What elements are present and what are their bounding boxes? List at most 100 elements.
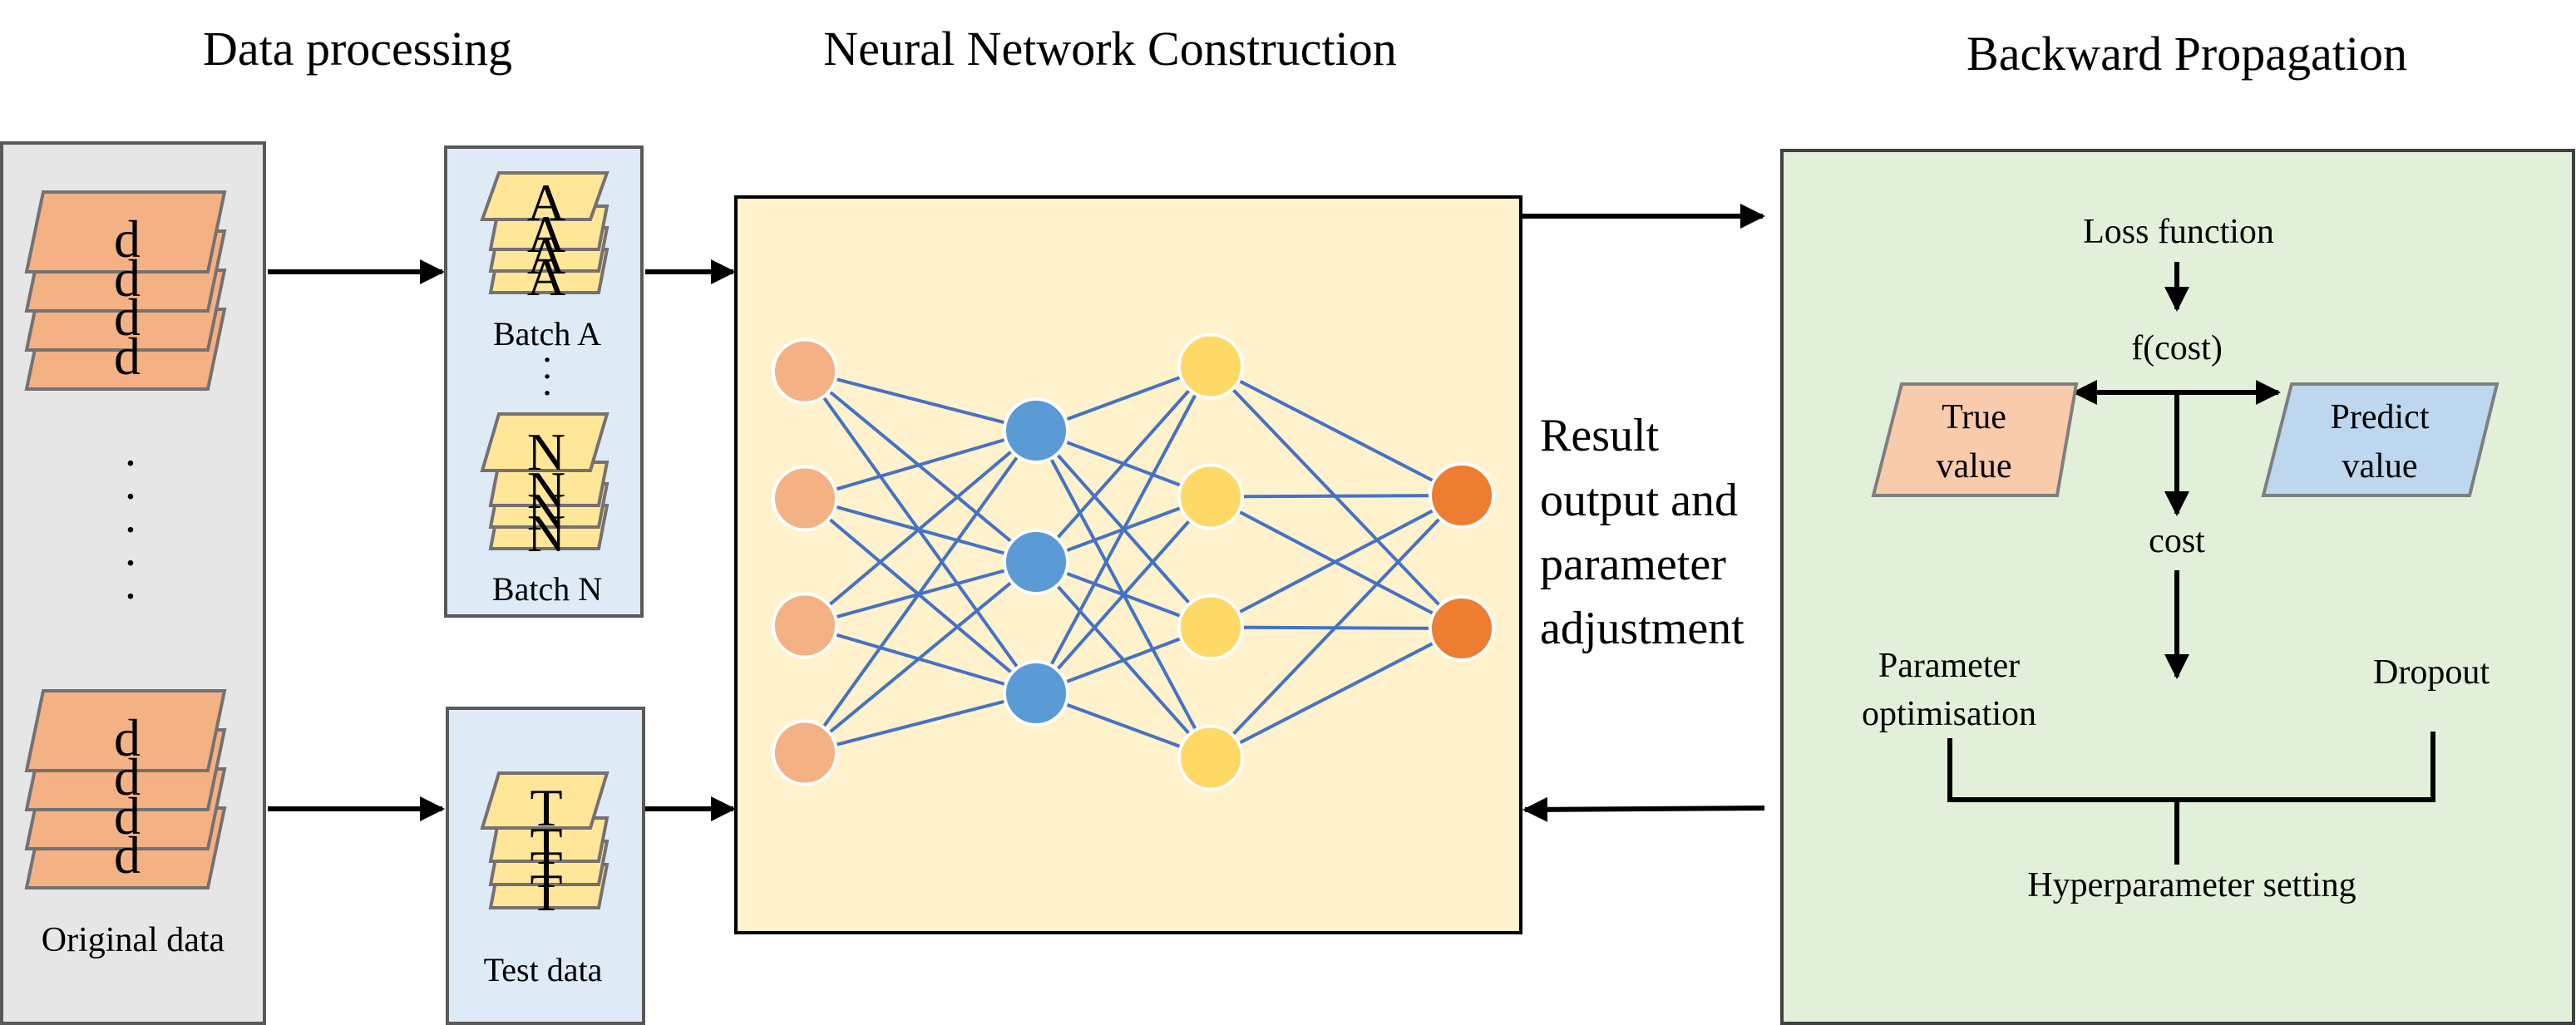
predict-value-label: value xyxy=(2342,447,2418,485)
test-data-label: Test data xyxy=(484,951,603,988)
sheet-letter: d xyxy=(114,327,141,386)
loss-function-label: Loss function xyxy=(2083,213,2274,251)
svg-text:Result: Result xyxy=(1540,410,1660,461)
batch-a-stack: A A A A xyxy=(480,171,609,307)
test-letter: T xyxy=(530,816,562,875)
svg-text:·: · xyxy=(540,355,553,397)
data-sheet xyxy=(24,689,227,772)
network-connection xyxy=(803,429,1038,628)
batch-letter: A xyxy=(527,173,565,232)
network-connection xyxy=(803,496,1038,695)
hyperparameter-bracket xyxy=(1947,732,2435,865)
header-data-processing: Data processing xyxy=(203,22,512,76)
hidden2-neuron xyxy=(1177,594,1244,661)
test-letter: T xyxy=(530,778,562,837)
svg-text:output and: output and xyxy=(1540,475,1738,526)
output-neuron xyxy=(1429,462,1495,529)
test-letter: T xyxy=(530,863,562,922)
input-neuron xyxy=(772,338,838,405)
batch-sheet xyxy=(480,412,609,472)
network-neurons xyxy=(772,333,1495,791)
network-connection xyxy=(1034,495,1212,695)
f-cost-label: f(cost) xyxy=(2131,329,2223,367)
true-value-label: value xyxy=(1937,447,2012,485)
network-connection xyxy=(803,429,1038,754)
hidden2-neuron xyxy=(1177,463,1244,530)
test-letter: T xyxy=(530,840,562,899)
hidden1-neuron xyxy=(1003,529,1069,595)
input-neuron xyxy=(772,592,838,659)
svg-text:·: · xyxy=(123,505,139,556)
batch-letter: N xyxy=(527,482,565,541)
batch-letter: N xyxy=(527,461,565,520)
test-data-stack: T T T T xyxy=(480,771,609,922)
original-data-stack-bottom: d d d d xyxy=(24,689,227,889)
predict-value-label: Predict xyxy=(2331,398,2430,436)
dropout-label: Dropout xyxy=(2373,653,2490,692)
batch-n-label: Batch N xyxy=(492,570,602,608)
svg-text:adjustment: adjustment xyxy=(1540,603,1744,654)
network-connection xyxy=(803,369,1038,564)
cost-label: cost xyxy=(2149,522,2205,560)
sheet-letter: d xyxy=(114,209,141,269)
batch-letter: A xyxy=(527,248,565,307)
network-connection xyxy=(1034,365,1212,694)
batch-letter: A xyxy=(527,205,565,264)
sheet-letter: d xyxy=(114,249,141,308)
network-connections xyxy=(803,364,1463,760)
batch-letter: N xyxy=(527,504,565,563)
svg-text:parameter: parameter xyxy=(1540,539,1726,590)
svg-text:·: · xyxy=(123,438,139,490)
sheet-letter: d xyxy=(114,747,141,806)
parameter-optimisation-label: optimisation xyxy=(1862,695,2036,733)
test-sheet xyxy=(480,771,609,830)
network-connection xyxy=(804,369,1037,432)
batch-letter: A xyxy=(527,226,565,285)
parameter-optimisation-label: Parameter xyxy=(1878,647,2020,685)
header-network-construction: Neural Network Construction xyxy=(823,22,1396,76)
input-neuron xyxy=(772,465,838,532)
arrow-backprop-to-network xyxy=(1522,796,1765,822)
network-connection xyxy=(1210,627,1463,760)
batches-ellipsis: · · · xyxy=(540,338,553,414)
sheet-letter: d xyxy=(114,786,141,845)
input-neuron xyxy=(772,719,838,786)
svg-text:·: · xyxy=(540,338,553,381)
data-sheet xyxy=(24,190,227,273)
predict-value-box xyxy=(2261,382,2500,497)
header-backward-propagation: Backward Propagation xyxy=(1967,27,2407,81)
sheet-letter: d xyxy=(114,288,141,347)
network-connection xyxy=(803,560,1038,755)
sheet-letter: d xyxy=(114,825,141,885)
svg-text:·: · xyxy=(540,372,553,414)
hidden1-neuron xyxy=(1003,397,1069,464)
hidden1-neuron xyxy=(1003,660,1069,727)
hidden2-neuron xyxy=(1177,333,1244,400)
output-neuron xyxy=(1429,595,1495,662)
true-value-label: True xyxy=(1942,398,2006,436)
hidden2-neuron xyxy=(1177,724,1244,791)
svg-text:·: · xyxy=(123,538,139,589)
batch-a-label: Batch A xyxy=(493,315,601,352)
batch-letter: N xyxy=(527,422,565,481)
network-connection xyxy=(1210,494,1463,629)
svg-text:·: · xyxy=(123,471,139,523)
original-data-label: Original data xyxy=(42,921,225,959)
true-value-box xyxy=(1871,382,2079,497)
svg-text:·: · xyxy=(123,571,139,623)
sheet-letter: d xyxy=(114,708,141,767)
original-data-stack-top: d d d d xyxy=(24,190,227,391)
result-text: Result output and parameter adjustment xyxy=(1540,410,1744,654)
network-connection xyxy=(1209,494,1463,759)
network-connection xyxy=(1034,365,1212,564)
batch-sheet xyxy=(480,171,609,221)
network-connection xyxy=(804,692,1037,755)
network-connection xyxy=(804,429,1037,500)
hyperparameter-setting-label: Hyperparameter setting xyxy=(2027,866,2356,904)
network-panel xyxy=(734,195,1522,934)
batch-n-stack: N N N N xyxy=(480,412,609,563)
network-connection xyxy=(1210,494,1463,499)
original-data-ellipsis: · · · · · xyxy=(123,438,139,623)
network-connection xyxy=(803,370,1038,695)
